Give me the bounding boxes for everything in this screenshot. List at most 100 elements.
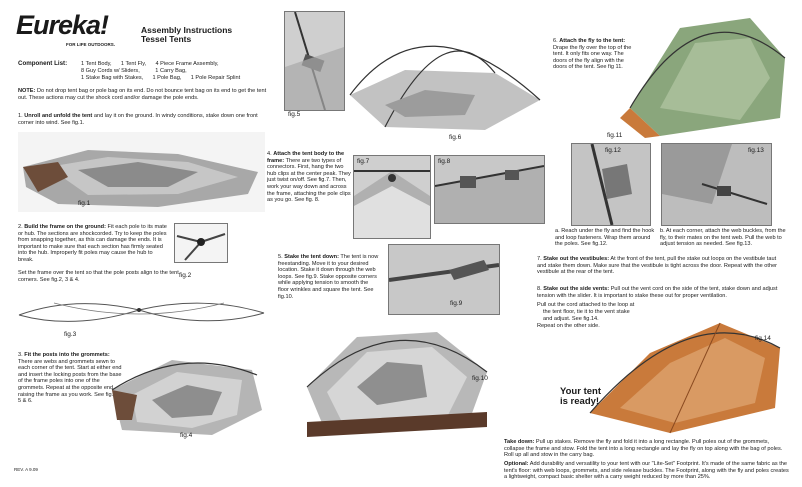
figure-6 xyxy=(345,15,545,140)
step-8-line-5: Repeat on the other side. xyxy=(537,323,600,329)
component-list-label: Component List: xyxy=(18,60,68,67)
fig13-caption: fig.13 xyxy=(748,147,764,154)
fig5-caption: fig.5 xyxy=(288,111,301,118)
figure-4 xyxy=(92,350,268,440)
figure-10 xyxy=(297,317,497,442)
step-8: 8. Stake out the side vents: Pull out th… xyxy=(537,286,787,299)
fig2-caption: fig.2 xyxy=(179,272,192,279)
fig7-caption: fig.7 xyxy=(357,158,370,165)
rev-label: REV. A 9.09 xyxy=(14,467,38,472)
optional: Optional: Add durability and versatility… xyxy=(504,461,789,481)
figure-7 xyxy=(353,155,431,239)
step-1-title: Unroll and unfold the tent xyxy=(24,113,93,119)
component-line-2: 8 Guy Cords w/ Sliders, 1 Carry Bag, xyxy=(81,68,187,74)
step-3-num: 3. xyxy=(18,352,23,358)
step-4: 4. Attach the tent body to the frame: Th… xyxy=(267,151,351,204)
note-text: Do not drop tent bag or pole bag on its … xyxy=(18,88,267,101)
note: NOTE: Do not drop tent bag or pole bag o… xyxy=(18,88,268,101)
step-7-num: 7. xyxy=(537,256,542,262)
figure-14 xyxy=(580,308,790,438)
fig14-caption: fig.14 xyxy=(755,335,771,342)
step-8-title: Stake out the side vents: xyxy=(543,286,610,292)
figure-9 xyxy=(388,244,500,315)
fig7-illustration xyxy=(354,170,430,238)
step-6b: b. At each corner, attach the web buckle… xyxy=(660,228,790,248)
figure-8 xyxy=(434,155,545,224)
step-1-text: and lay it on the ground. In windy condi… xyxy=(18,113,258,126)
fig8-illustration xyxy=(435,165,544,223)
step-2-num: 2. xyxy=(18,224,23,230)
step-6a: a. Reach under the fly and find the hook… xyxy=(555,228,655,248)
step-6a-text: Reach under the fly and find the hook an… xyxy=(555,228,655,248)
step-7-title: Stake out the vestibules: xyxy=(543,256,610,262)
step-8-line-4: and adjust. See fig.14. xyxy=(543,316,599,322)
fig1-caption: fig.1 xyxy=(78,200,91,207)
component-line-1: 1 Tent Body, 1 Tent Fly, 4 Piece Frame A… xyxy=(81,61,219,67)
fig11-caption: fig.11 xyxy=(607,132,623,139)
step-8-text: Pull out the vent cord on the side of th… xyxy=(537,286,778,299)
figure-3 xyxy=(14,285,269,335)
step-2-text: Fit each pole to its mate or hub. The se… xyxy=(18,224,167,263)
step-6-text: Drape the fly over the top of the tent. … xyxy=(553,44,632,71)
step-1-num: 1. xyxy=(18,113,23,119)
step-3-title: Fit the posts into the grommets: xyxy=(24,352,110,358)
figure-12 xyxy=(571,143,651,226)
fig2-illustration xyxy=(176,233,226,261)
fig10-caption: fig.10 xyxy=(472,375,488,382)
step-2: 2. Build the frame on the ground: Fit ea… xyxy=(18,224,168,264)
step-7: 7. Stake out the vestibules: At the fron… xyxy=(537,256,787,276)
fig9-caption: fig.9 xyxy=(450,300,463,307)
step-6-num: 6. xyxy=(553,38,558,44)
step-1: 1. Unroll and unfold the tent and lay it… xyxy=(18,113,268,126)
fig10-illustration xyxy=(306,332,488,437)
takedown-text: Pull up stakes. Remove the fly and fold … xyxy=(504,439,783,459)
fig9-illustration xyxy=(389,245,499,314)
takedown: Take down: Pull up stakes. Remove the fl… xyxy=(504,439,789,459)
step-5-text: The tent is now freestanding. Move it to… xyxy=(278,254,379,300)
fig3-illustration xyxy=(18,302,265,322)
step-6a-label: a. xyxy=(555,228,560,234)
eureka-logo: Eureka! xyxy=(16,10,109,40)
fig14-illustration xyxy=(589,322,781,434)
fig11-illustration xyxy=(620,18,786,138)
fig12-caption: fig.12 xyxy=(605,147,621,154)
doc-subtitle: Tessel Tents xyxy=(141,34,192,44)
step-7-text: At the front of the tent, pull the stake… xyxy=(537,256,778,276)
fig5-illustration xyxy=(285,12,344,110)
step-4-num: 4. xyxy=(267,151,272,157)
fig1-illustration xyxy=(23,150,258,207)
step-6b-text: At each corner, attach the web buckles, … xyxy=(660,228,786,248)
step-6: 6. Attach the fly to the tent: Drape the… xyxy=(553,38,633,71)
step-3: 3. Fit the posts into the grommets: Ther… xyxy=(18,352,123,405)
component-line-3: 1 Stake Bag with Stakes, 1 Pole Bag, 1 P… xyxy=(81,75,241,81)
step-5-num: 5. xyxy=(278,254,283,260)
step-2-title: Build the frame on the ground: xyxy=(24,224,106,230)
figure-1 xyxy=(18,132,265,212)
fig4-caption: fig.4 xyxy=(180,432,193,439)
step-3-text: There are webs and grommets sewn to each… xyxy=(18,358,122,405)
step-2-text2: Set the frame over the tent so that the … xyxy=(18,270,179,283)
step-4-title: Attach the tent body to the frame: xyxy=(267,151,345,164)
step-6b-label: b. xyxy=(660,228,665,234)
step-8-line-2: Pull out the cord attached to the loop a… xyxy=(537,302,635,308)
optional-text: Add durability and versatility to your t… xyxy=(504,461,789,481)
fig3-caption: fig.3 xyxy=(64,331,77,338)
takedown-label: Take down: xyxy=(504,439,535,445)
figure-11 xyxy=(600,8,790,140)
fig8-caption: fig.8 xyxy=(438,158,451,165)
fig6-illustration xyxy=(349,45,541,130)
fig12-illustration xyxy=(572,144,650,225)
step-5-title: Stake the tent down: xyxy=(284,254,339,260)
ready-line-2: is ready! xyxy=(560,396,600,407)
step-4-text: There are two types of connectors. First… xyxy=(267,157,351,204)
ready-line-1: Your tent xyxy=(560,386,601,397)
fig6-caption: fig.6 xyxy=(449,134,462,141)
step-5: 5. Stake the tent down: The tent is now … xyxy=(278,254,380,300)
figure-2 xyxy=(174,223,228,263)
doc-title: Assembly Instructions xyxy=(141,25,233,35)
figure-13 xyxy=(661,143,772,226)
figure-5 xyxy=(284,11,345,111)
optional-label: Optional: xyxy=(504,461,529,467)
step-6-title: Attach the fly to the tent: xyxy=(559,38,626,44)
tagline: FOR LIFE OUTDOORS. xyxy=(66,42,115,47)
